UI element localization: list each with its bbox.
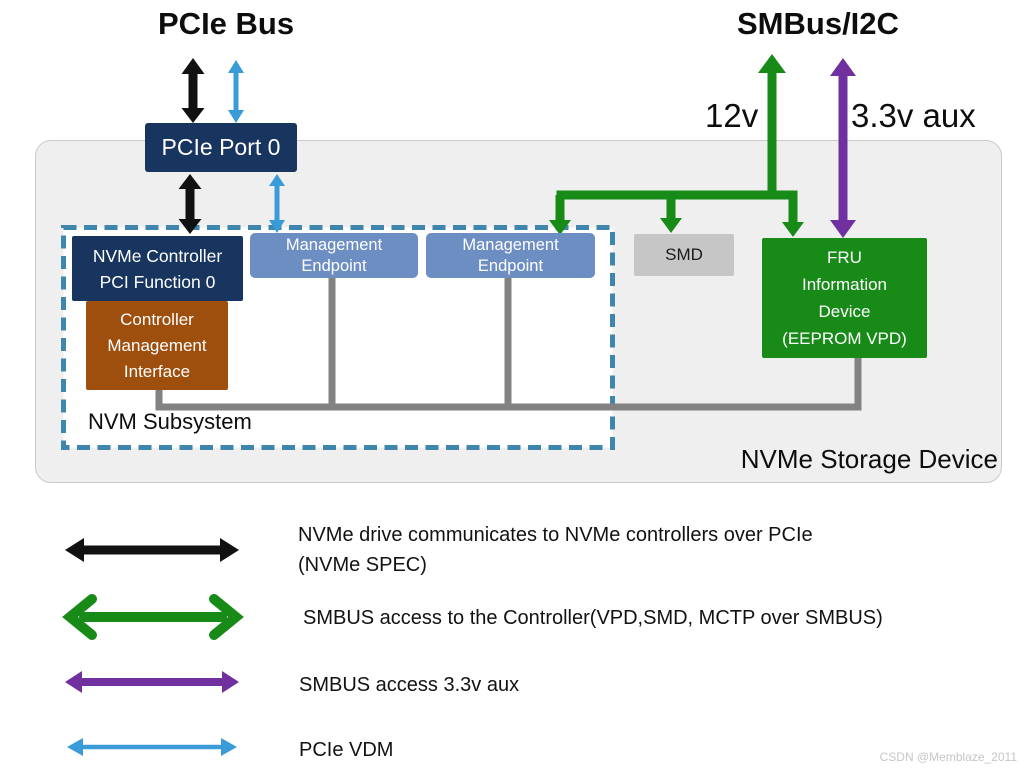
legend-label-smbus-aux: SMBUS access 3.3v aux [299, 674, 520, 696]
nvm-subsystem-label: NVM Subsystem [88, 409, 252, 434]
3_3v-aux-label: 3.3v aux [851, 97, 976, 134]
legend-black-double-arrow [65, 538, 239, 562]
smd-box: SMD [634, 234, 734, 276]
legend-label-pcie: NVMe drive communicates to NVMe controll… [298, 524, 813, 576]
controller-management-interface-box: Controller Management Interface [86, 301, 228, 390]
legend-label-pcie-vdm: PCIe VDM [299, 739, 394, 761]
internal-smbus-gray-bus [155, 278, 862, 411]
smbus-aux-purple-arrow [830, 58, 856, 238]
watermark: CSDN @Memblaze_2011 [879, 750, 1017, 764]
management-endpoint-2-box: Management Endpoint [426, 233, 595, 278]
smbus-i2c-title: SMBus/I2C [737, 6, 899, 41]
pcie-bus-title: PCIe Bus [158, 6, 295, 41]
pcie-bus-to-port-arrow [181, 58, 205, 123]
management-endpoint-1-box: Management Endpoint [250, 233, 418, 278]
nvme-storage-device-label: NVMe Storage Device [740, 444, 998, 474]
port-to-controller-arrow [178, 174, 202, 234]
nvme-controller-box: NVMe Controller PCI Function 0 [72, 236, 243, 301]
12v-label: 12v [705, 97, 759, 134]
smbus-12v-green-arrow-tree [549, 54, 804, 237]
port-to-endpoint-vdm-arrow [269, 174, 285, 233]
legend-green-double-arrow [62, 594, 244, 640]
fru-information-device-box: FRU Information Device (EEPROM VPD) [762, 238, 927, 358]
legend-label-smbus-controller: SMBUS access to the Controller(VPD,SMD, … [303, 607, 883, 629]
pcie-vdm-bus-to-port-arrow [228, 60, 244, 123]
legend-purple-double-arrow [65, 671, 239, 693]
pcie-port-0-box: PCIe Port 0 [145, 123, 297, 172]
legend-blue-double-arrow [67, 738, 237, 756]
